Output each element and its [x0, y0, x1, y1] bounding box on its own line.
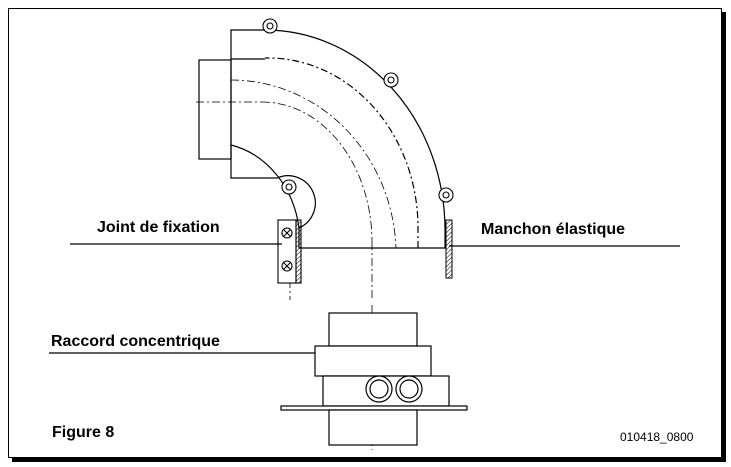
- elbow-centerline-arc: [261, 101, 373, 243]
- fitting-plate: [280, 405, 468, 411]
- elastic-sleeve: [445, 219, 453, 279]
- elbow-dashed-arc: [230, 79, 397, 249]
- fitting-collar: [314, 345, 432, 377]
- label-joint-de-fixation: Joint de fixation: [97, 219, 220, 236]
- elbow-inner-arc: [230, 144, 300, 229]
- fitting-bottom: [328, 409, 418, 446]
- leader-lines: [49, 243, 680, 354]
- concentric-fitting: [280, 312, 468, 446]
- fitting-top: [328, 312, 418, 347]
- label-raccord-concentrique: Raccord concentrique: [51, 333, 220, 350]
- elbow-body: [230, 29, 446, 249]
- figure-caption: Figure 8: [52, 424, 115, 441]
- drawing-code: 010418_0800: [620, 430, 694, 444]
- center-lines: [196, 79, 397, 450]
- label-manchon-elastique: Manchon élastique: [481, 221, 626, 238]
- elbow-middle-arc: [264, 57, 419, 248]
- elbow-pipe: [198, 29, 446, 249]
- elbow-inlet-stub: [198, 59, 232, 160]
- fixing-joint: [277, 219, 302, 284]
- mounting-lugs: [262, 18, 454, 203]
- fixing-seal: [295, 219, 302, 284]
